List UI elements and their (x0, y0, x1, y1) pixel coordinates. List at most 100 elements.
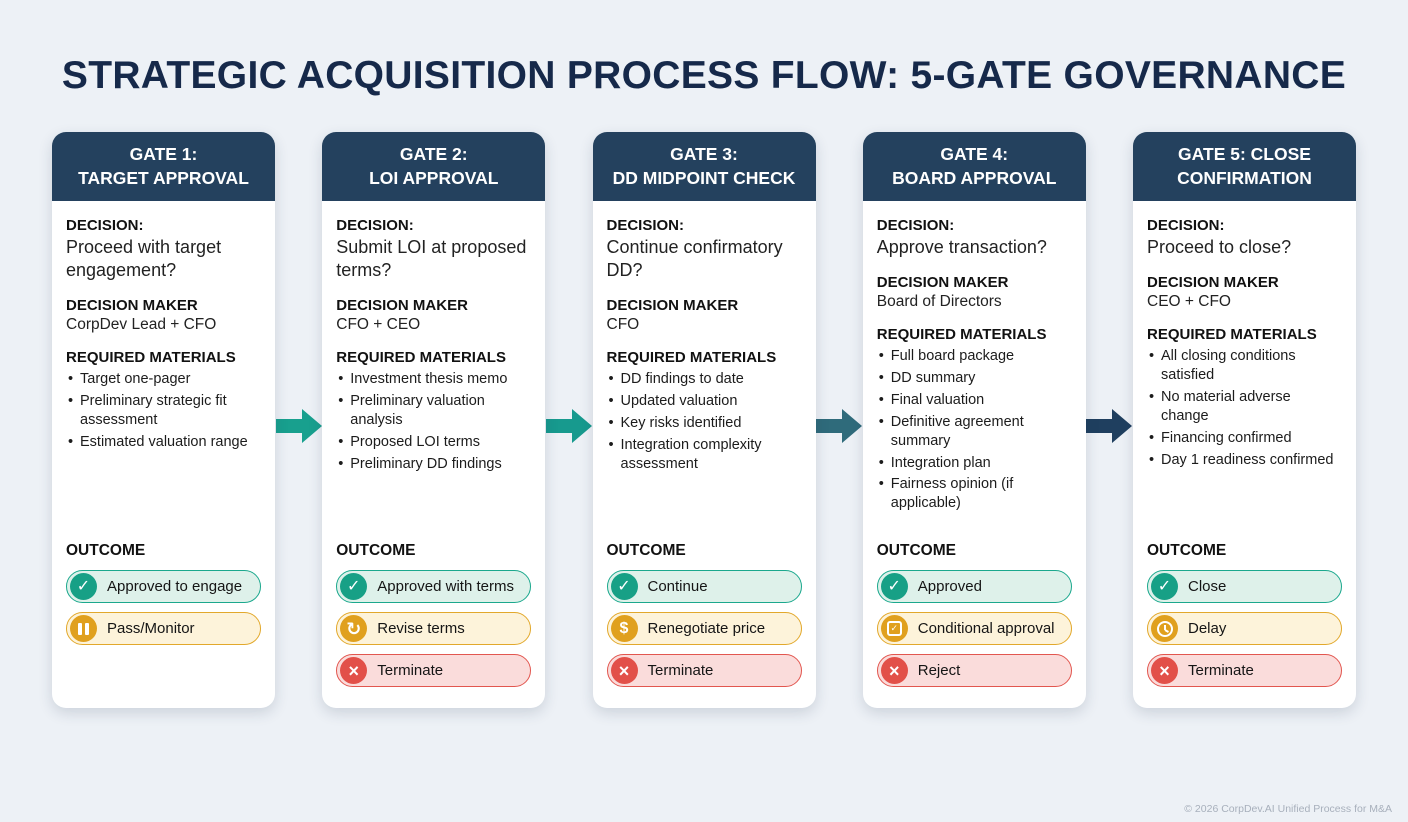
materials-list: All closing conditions satisfied No mate… (1147, 347, 1342, 469)
gate-1-title-line2: TARGET APPROVAL (78, 167, 249, 188)
material-item: Fairness opinion (if applicable) (877, 475, 1072, 513)
decision-maker-value: CorpDev Lead + CFO (66, 316, 217, 334)
flow-arrow-2 (545, 404, 592, 448)
material-item: Key risks identified (607, 414, 802, 433)
outcome-badge-label: Renegotiate price (647, 620, 766, 637)
material-item: DD summary (877, 369, 1072, 388)
material-item: Definitive agreement summary (877, 413, 1072, 451)
gate-2-body: DECISION: Submit LOI at proposed terms? … (322, 201, 545, 473)
outcome-badge-label: Approved (917, 578, 982, 595)
gate-3-title-line1: GATE 3: (670, 144, 738, 164)
outcome-label: OUTCOME (336, 542, 416, 559)
outcome-badge: ✓ Approved (876, 570, 1072, 603)
decision-label: DECISION: (336, 217, 414, 235)
gate-4-title-line2: BOARD APPROVAL (892, 167, 1057, 188)
decision-label: DECISION: (606, 217, 685, 235)
outcome-badge: ✓ Approved to engage (66, 570, 261, 603)
materials-list: Target one-pager Preliminary strategic f… (66, 370, 261, 451)
outcome-badge: $ Renegotiate price (606, 612, 802, 645)
gate-5-outcome-section: OUTCOME ✓ Close Delay × Terminate (1147, 542, 1342, 696)
material-item: Proposed LOI terms (336, 433, 531, 452)
outcome-badge: Pass/Monitor (66, 612, 261, 645)
copyright-text: © 2026 CorpDev.AI Unified Process for M&… (1184, 803, 1392, 815)
material-item: Integration complexity assessment (607, 436, 802, 474)
check-icon: ✓ (340, 573, 368, 600)
required-materials-label: REQUIRED MATERIALS (66, 349, 236, 367)
gate-card-3: GATE 3: DD MIDPOINT CHECK DECISION: Cont… (592, 132, 816, 708)
outcome-badge: ✓ Conditional approval (876, 612, 1072, 645)
gate-5-title-line2: CONFIRMATION (1177, 167, 1312, 188)
required-materials-label: REQUIRED MATERIALS (1147, 326, 1317, 344)
gate-3-title-line2: DD MIDPOINT CHECK (612, 167, 796, 188)
gate-card-5: GATE 5: CLOSE CONFIRMATION DECISION: Pro… (1133, 132, 1356, 708)
check-icon: ✓ (880, 573, 908, 600)
gate-3-outcome-section: OUTCOME ✓ Continue $ Renegotiate price ×… (606, 542, 802, 696)
decision-maker-value: CEO + CFO (1147, 293, 1231, 311)
check-icon: ✓ (610, 573, 638, 600)
flow-arrow-3 (816, 404, 863, 448)
material-item: Final valuation (877, 391, 1072, 410)
gate-4-outcome-section: OUTCOME ✓ Approved ✓ Conditional approva… (876, 542, 1072, 696)
decision-label: DECISION: (876, 217, 955, 235)
outcome-badge-label: Reject (917, 662, 961, 679)
x-icon: × (1151, 657, 1178, 684)
outcome-label: OUTCOME (876, 542, 956, 559)
outcome-badge: × Terminate (336, 654, 532, 687)
gate-5-title-line1: GATE 5: CLOSE (1178, 144, 1311, 164)
decision-question: Continue confirmatory DD? (606, 237, 783, 281)
material-item: Estimated valuation range (66, 433, 261, 452)
decision-maker-label: DECISION MAKER (1147, 274, 1279, 292)
gate-4-header: GATE 4: BOARD APPROVAL (862, 132, 1086, 202)
gate-1-header: GATE 1: TARGET APPROVAL (52, 132, 275, 202)
dollar-icon: $ (610, 615, 638, 642)
outcome-badge-label: Terminate (647, 662, 714, 679)
outcome-badge: × Terminate (606, 654, 802, 687)
gate-4-title-line1: GATE 4: (940, 144, 1009, 164)
check-icon: ✓ (70, 573, 97, 600)
flow-arrow-4 (1086, 404, 1133, 448)
outcome-badge: ✓ Continue (606, 570, 802, 603)
decision-maker-value: CFO (606, 316, 640, 334)
outcome-label: OUTCOME (66, 542, 146, 559)
outcome-badge: Delay (1147, 612, 1342, 645)
outcome-badge-label: Delay (1188, 620, 1227, 637)
gate-5-header: GATE 5: CLOSE CONFIRMATION (1133, 132, 1356, 202)
gate-1-title-line1: GATE 1: (129, 144, 198, 164)
materials-list: Investment thesis memo Preliminary valua… (336, 370, 531, 473)
gate-3-body: DECISION: Continue confirmatory DD? DECI… (593, 201, 816, 473)
decision-maker-label: DECISION MAKER (606, 297, 739, 315)
material-item: Preliminary DD findings (336, 455, 531, 474)
decision-label: DECISION: (66, 217, 144, 235)
outcome-label: OUTCOME (1147, 542, 1227, 559)
gate-2-title-line1: GATE 2: (399, 144, 468, 164)
material-item: Preliminary valuation analysis (336, 392, 531, 430)
outcome-badge-label: Pass/Monitor (107, 620, 195, 637)
material-item: All closing conditions satisfied (1147, 347, 1342, 385)
decision-maker-value: CFO + CEO (336, 316, 421, 334)
gate-1-outcome-section: OUTCOME ✓ Approved to engage Pass/Monito… (66, 542, 261, 654)
material-item: Integration plan (877, 454, 1072, 473)
outcome-badge-label: Continue (647, 578, 708, 595)
material-item: Updated valuation (607, 392, 802, 411)
decision-question: Proceed to close? (1147, 237, 1292, 258)
material-item: Financing confirmed (1147, 429, 1342, 448)
material-item: Full board package (877, 347, 1072, 366)
process-flow: GATE 1: TARGET APPROVAL DECISION: Procee… (0, 132, 1408, 708)
gate-3-header: GATE 3: DD MIDPOINT CHECK (592, 132, 816, 202)
decision-maker-label: DECISION MAKER (336, 297, 468, 315)
checkbox-icon: ✓ (880, 615, 908, 642)
clock-icon (1151, 615, 1178, 642)
outcome-badge-label: Close (1188, 578, 1227, 595)
decision-maker-label: DECISION MAKER (876, 274, 1009, 292)
gate-2-title-line2: LOI APPROVAL (369, 167, 499, 188)
decision-label: DECISION: (1147, 217, 1225, 235)
material-item: No material adverse change (1147, 388, 1342, 426)
outcome-badge-label: Approved with terms (377, 578, 514, 595)
gate-5-body: DECISION: Proceed to close? DECISION MAK… (1133, 201, 1356, 469)
outcome-badge-label: Revise terms (377, 620, 465, 637)
decision-maker-label: DECISION MAKER (66, 297, 198, 315)
required-materials-label: REQUIRED MATERIALS (876, 326, 1047, 344)
outcome-badge: × Terminate (1147, 654, 1342, 687)
decision-question: Submit LOI at proposed terms? (336, 237, 527, 281)
gate-1-body: DECISION: Proceed with target engagement… (52, 201, 275, 451)
